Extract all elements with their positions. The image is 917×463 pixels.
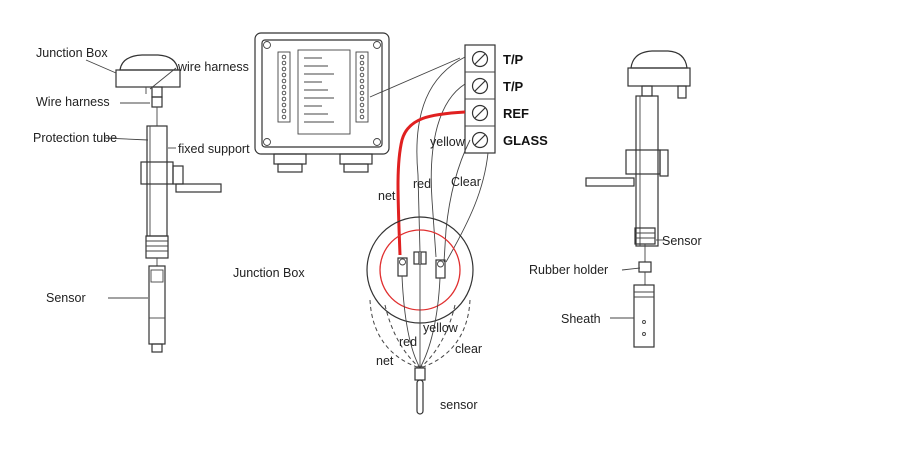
wires bbox=[396, 56, 489, 263]
box-terminal-dot bbox=[281, 72, 287, 78]
terminal-screw bbox=[471, 131, 489, 149]
terminal-screw bbox=[471, 104, 489, 122]
box-terminal-dot bbox=[281, 114, 287, 120]
box-terminal-dot bbox=[359, 108, 365, 114]
box-terminal-dot bbox=[359, 114, 365, 120]
right-sheath bbox=[633, 284, 655, 348]
terminal-screw bbox=[471, 50, 489, 68]
left-protection-tube bbox=[146, 107, 168, 237]
label-sheath: Sheath bbox=[561, 312, 601, 326]
box-terminal-dot bbox=[359, 60, 365, 66]
connector-pin bbox=[397, 257, 408, 277]
box-terminal-dot bbox=[281, 78, 287, 84]
box-terminal-dot bbox=[359, 66, 365, 72]
right-protection-tube bbox=[635, 95, 659, 247]
label-sensor-left: Sensor bbox=[46, 291, 86, 305]
harness-connector bbox=[151, 96, 163, 108]
left-assembly: Junction Box wire harness Wire harness P… bbox=[33, 46, 250, 353]
right-junction-box bbox=[627, 50, 691, 99]
terminal-label-ref: REF bbox=[503, 106, 529, 121]
box-terminal-dot bbox=[359, 72, 365, 78]
red-wire bbox=[396, 110, 466, 256]
label-wire-net-upper: net bbox=[378, 189, 396, 203]
label-junction-box: Junction Box bbox=[36, 46, 108, 60]
label-wire-red-lower: red bbox=[399, 335, 417, 349]
label-wire-harness-left: Wire harness bbox=[36, 95, 110, 109]
box-terminal-dot bbox=[281, 90, 287, 96]
label-sensor-center: sensor bbox=[440, 398, 478, 412]
right-fixed-support bbox=[585, 149, 669, 187]
center-sensor-probe bbox=[414, 367, 426, 415]
label-wire-net-lower: net bbox=[376, 354, 394, 368]
center-junction-box bbox=[254, 32, 461, 173]
terminal-label-glass: GLASS bbox=[503, 133, 548, 148]
connector-pin bbox=[435, 259, 446, 279]
label-wire-yellow-lower: yellow bbox=[423, 321, 459, 335]
left-thread bbox=[145, 235, 169, 266]
left-fixed-support bbox=[140, 161, 222, 193]
label-wire-yellow-upper: yellow bbox=[430, 135, 466, 149]
box-terminal-dot bbox=[281, 102, 287, 108]
box-terminal-dot bbox=[281, 108, 287, 114]
label-wire-clear-upper: Clear bbox=[451, 175, 481, 189]
right-rubber-holder bbox=[638, 261, 652, 285]
box-terminal-dot bbox=[281, 60, 287, 66]
box-terminal-dot bbox=[359, 78, 365, 84]
lower-wire-bundle bbox=[369, 264, 471, 369]
label-wire-red-upper: red bbox=[413, 177, 431, 191]
left-sensor-body bbox=[148, 265, 166, 353]
box-terminal-dot bbox=[359, 90, 365, 96]
label-rubber-holder: Rubber holder bbox=[529, 263, 608, 277]
connector-pin bbox=[413, 251, 427, 265]
right-sensor-thread bbox=[634, 227, 656, 262]
label-junction-box-center: Junction Box bbox=[233, 266, 305, 280]
box-terminal-dot bbox=[281, 96, 287, 102]
label-protection-tube: Protection tube bbox=[33, 131, 117, 145]
box-terminal-dot bbox=[281, 84, 287, 90]
box-terminal-dot bbox=[359, 84, 365, 90]
terminal-block: T/P T/P REF GLASS bbox=[464, 44, 548, 154]
terminal-label-tp-1: T/P bbox=[503, 52, 524, 67]
box-terminal-dot bbox=[281, 66, 287, 72]
label-wire-clear-lower: clear bbox=[455, 342, 482, 356]
box-terminal-dot bbox=[359, 96, 365, 102]
terminal-label-tp-2: T/P bbox=[503, 79, 524, 94]
box-terminal-dot bbox=[359, 102, 365, 108]
box-terminal-dot bbox=[359, 54, 365, 60]
right-assembly: Sensor Rubber holder Sheath bbox=[529, 50, 702, 348]
box-terminal-dot bbox=[281, 54, 287, 60]
label-fixed-support: fixed support bbox=[178, 142, 250, 156]
label-sensor-right: Sensor bbox=[662, 234, 702, 248]
label-wire-harness-right: wire harness bbox=[177, 60, 249, 74]
left-junction-box bbox=[115, 54, 181, 98]
terminal-screw bbox=[471, 77, 489, 95]
